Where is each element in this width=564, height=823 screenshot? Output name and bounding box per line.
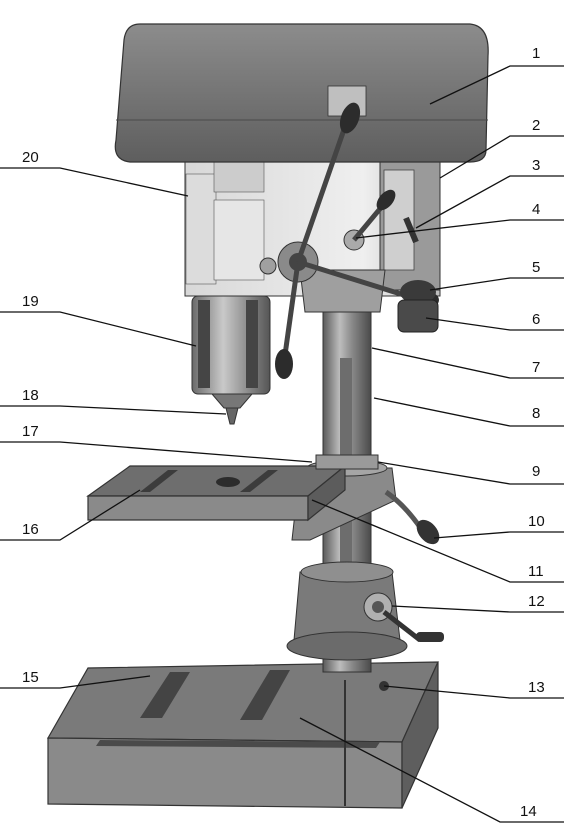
callout-20: 20	[22, 149, 39, 166]
callout-3: 3	[532, 157, 540, 174]
leader-10	[433, 531, 564, 539]
leader-4	[355, 219, 564, 239]
leader-20	[0, 167, 189, 197]
callout-14: 14	[520, 803, 537, 820]
callout-7: 7	[532, 359, 540, 376]
callout-16: 16	[22, 521, 39, 538]
leader-18	[0, 405, 227, 415]
leader-8	[373, 397, 564, 427]
column-support	[286, 561, 408, 661]
depth-stop	[397, 280, 439, 333]
callout-18: 18	[22, 387, 39, 404]
table-crank	[363, 592, 444, 642]
leader-lines	[0, 65, 564, 823]
leader-6	[425, 317, 564, 331]
table-lock-lever	[384, 489, 440, 545]
leader-15	[0, 675, 151, 689]
callout-1: 1	[532, 45, 540, 62]
callout-8: 8	[532, 405, 540, 422]
callout-10: 10	[528, 513, 545, 530]
drill-press-illustration	[46, 23, 489, 809]
callout-labels: 1 2 3 4 5 6 7 8 9 10 11 12 13 14 15 16 1…	[22, 45, 545, 820]
callout-12: 12	[528, 593, 545, 610]
belt-tension-lever	[343, 189, 419, 251]
callout-6: 6	[532, 311, 540, 328]
work-table	[86, 464, 347, 522]
leader-17	[0, 441, 313, 463]
callout-5: 5	[532, 259, 540, 276]
callout-9: 9	[532, 463, 540, 480]
leader-7	[371, 347, 564, 379]
leader-3	[415, 175, 564, 229]
callout-17: 17	[22, 423, 39, 440]
base	[46, 661, 439, 809]
leader-13	[383, 685, 564, 699]
leader-19	[0, 311, 197, 347]
leader-1	[429, 65, 564, 105]
leader-11	[311, 499, 564, 583]
callout-13: 13	[528, 679, 545, 696]
callout-4: 4	[532, 201, 540, 218]
belt-cover	[114, 23, 489, 163]
callout-19: 19	[22, 293, 39, 310]
leader-9	[377, 461, 564, 485]
leader-2	[439, 135, 564, 179]
column-collar	[315, 454, 379, 470]
leader-14	[299, 717, 564, 823]
callout-15: 15	[22, 669, 39, 686]
callout-11: 11	[528, 563, 544, 580]
leader-12	[391, 605, 564, 613]
leader-16	[0, 489, 141, 541]
callout-2: 2	[532, 117, 540, 134]
drill-bit	[225, 407, 239, 425]
chuck	[191, 295, 271, 409]
leader-5	[429, 277, 564, 291]
